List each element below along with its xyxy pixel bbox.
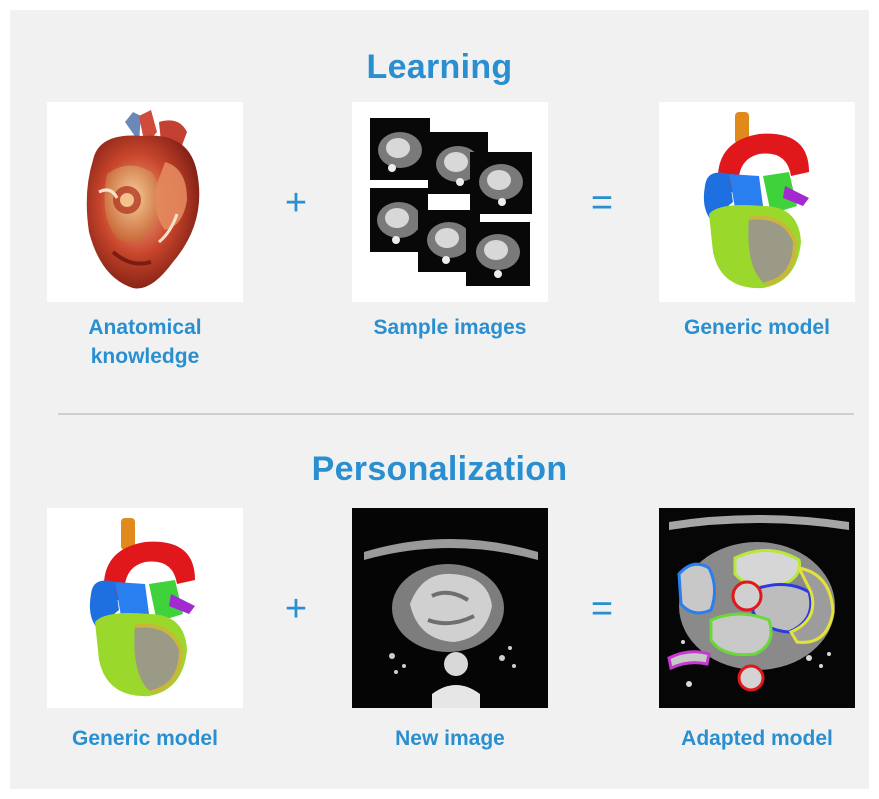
equals-sign: = xyxy=(590,182,614,224)
ct-slice xyxy=(370,118,430,180)
caption-line: knowledge xyxy=(90,345,200,368)
caption-adapted-model: Adapted model xyxy=(681,727,833,750)
caption-generic-model: Generic model xyxy=(684,316,830,339)
generic-heart-model xyxy=(89,518,195,697)
generic-heart-model xyxy=(703,112,809,289)
ct-image-stack xyxy=(370,118,532,286)
segmented-ct-slice xyxy=(659,508,855,708)
infographic-canvas: Learning xyxy=(10,10,869,789)
caption-new-image: New image xyxy=(395,727,505,750)
ct-scan-slice xyxy=(352,508,548,708)
equals-sign: = xyxy=(590,588,614,630)
plus-sign: + xyxy=(284,182,308,224)
plus-sign: + xyxy=(284,588,308,630)
generic-model-image xyxy=(659,102,855,302)
new-ct-image xyxy=(352,508,548,708)
sample-ct-images xyxy=(352,102,548,302)
caption-sample-images: Sample images xyxy=(373,316,527,339)
generic-model-image-personalization xyxy=(47,508,243,708)
section-divider xyxy=(58,413,854,415)
caption-anatomical-knowledge: Anatomical knowledge xyxy=(25,313,265,371)
adapted-model-image xyxy=(659,508,855,708)
anatomical-heart-image xyxy=(47,102,243,302)
learning-title: Learning xyxy=(366,48,513,86)
caption-line: Anatomical xyxy=(88,316,202,339)
anatomical-heart-illustration xyxy=(86,110,200,289)
caption-generic-model-personalization: Generic model xyxy=(72,727,218,750)
personalization-title: Personalization xyxy=(311,450,568,488)
